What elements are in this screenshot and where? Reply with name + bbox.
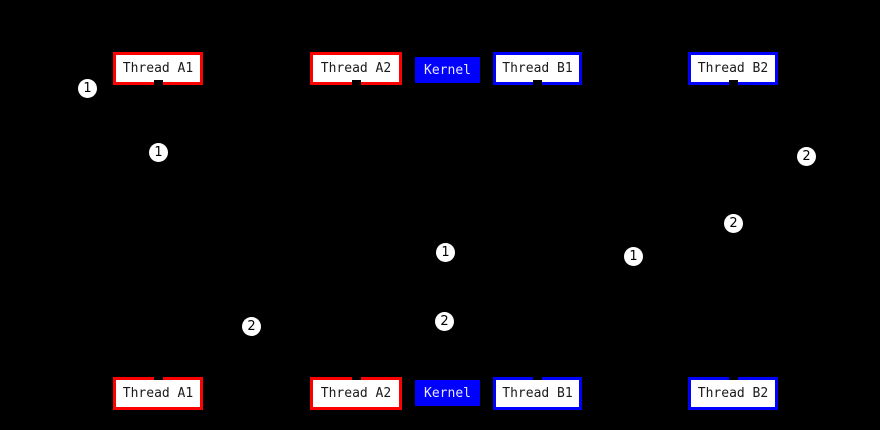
actor-box-thread-a1-bottom: Thread A1 bbox=[113, 377, 203, 410]
lifeline-stub-a1-bottom bbox=[154, 374, 163, 380]
marker-circle-1: 1 bbox=[78, 79, 97, 98]
marker-circle-2: 2 bbox=[435, 312, 454, 331]
marker-circle-1: 1 bbox=[624, 247, 643, 266]
actor-box-thread-b1-bottom: Thread B1 bbox=[493, 377, 582, 410]
actor-box-kernel-bottom: Kernel bbox=[415, 380, 480, 406]
actor-box-thread-a1-top: Thread A1 bbox=[113, 52, 203, 85]
actor-box-kernel-top: Kernel bbox=[415, 57, 480, 83]
lifeline-stub-b2-top bbox=[729, 80, 738, 86]
lifeline-stub-a2-top bbox=[352, 80, 361, 86]
marker-circle-2: 2 bbox=[797, 147, 816, 166]
lifeline-stub-b1-bottom bbox=[533, 374, 542, 380]
lifeline-stub-b2-bottom bbox=[729, 374, 738, 380]
actor-box-thread-b1-top: Thread B1 bbox=[493, 52, 582, 85]
lifeline-stub-a2-bottom bbox=[352, 374, 361, 380]
lifeline-stub-b1-top bbox=[533, 80, 542, 86]
marker-circle-1: 1 bbox=[149, 143, 168, 162]
marker-circle-2: 2 bbox=[724, 214, 743, 233]
marker-circle-2: 2 bbox=[242, 317, 261, 336]
marker-circle-1: 1 bbox=[436, 243, 455, 262]
actor-box-thread-a2-bottom: Thread A2 bbox=[310, 377, 402, 410]
lifeline-stub-a1-top bbox=[154, 80, 163, 86]
actor-box-thread-b2-bottom: Thread B2 bbox=[688, 377, 778, 410]
